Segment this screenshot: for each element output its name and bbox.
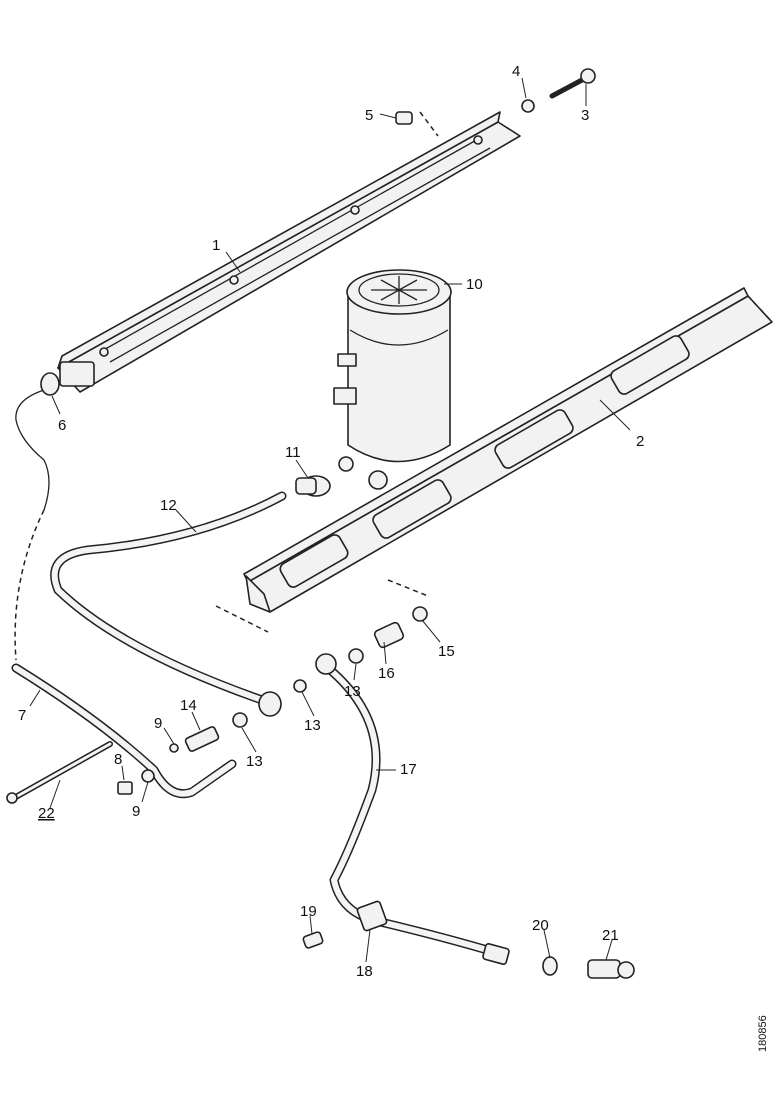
callout-21: 21	[602, 927, 619, 944]
callout-4: 4	[512, 63, 520, 80]
drawing-code: 180856	[757, 1015, 769, 1052]
callout-6: 6	[58, 417, 66, 434]
pipe-part-7	[11, 389, 237, 799]
callout-17: 17	[400, 761, 417, 778]
leader-lines	[29, 77, 631, 963]
callout-14: 14	[180, 697, 197, 714]
callout-13b: 13	[304, 717, 321, 734]
callout-12: 12	[160, 497, 177, 514]
callout-9a: 9	[154, 715, 162, 732]
callout-20: 20	[532, 917, 549, 934]
callout-19: 19	[300, 903, 317, 920]
cylinder-unit-part-10	[333, 269, 452, 490]
rail-part-1	[57, 111, 521, 393]
callout-10: 10	[466, 276, 483, 293]
fittings	[40, 68, 635, 979]
callout-15: 15	[438, 643, 455, 660]
callout-22: 22	[38, 805, 55, 822]
callout-8: 8	[114, 751, 122, 768]
callout-16: 16	[378, 665, 395, 682]
rail-part-2	[243, 287, 773, 613]
callout-13c: 13	[246, 753, 263, 770]
bolt-part-22	[6, 741, 113, 804]
pipe-part-17	[323, 663, 499, 957]
callout-11: 11	[285, 444, 301, 461]
callout-5: 5	[365, 107, 373, 124]
callout-labels: 1 2 3 4 5 6 7 8 9 9 10 11 12 13 13 13 14…	[18, 63, 644, 980]
callout-18: 18	[356, 963, 373, 980]
callout-3: 3	[581, 107, 589, 124]
pipe-part-12	[50, 491, 287, 705]
callout-2: 2	[636, 433, 644, 450]
section-markers	[215, 111, 773, 633]
callout-1: 1	[212, 237, 220, 254]
callout-9b: 9	[132, 803, 140, 820]
callout-13a: 13	[344, 683, 361, 700]
callout-7: 7	[18, 707, 26, 724]
